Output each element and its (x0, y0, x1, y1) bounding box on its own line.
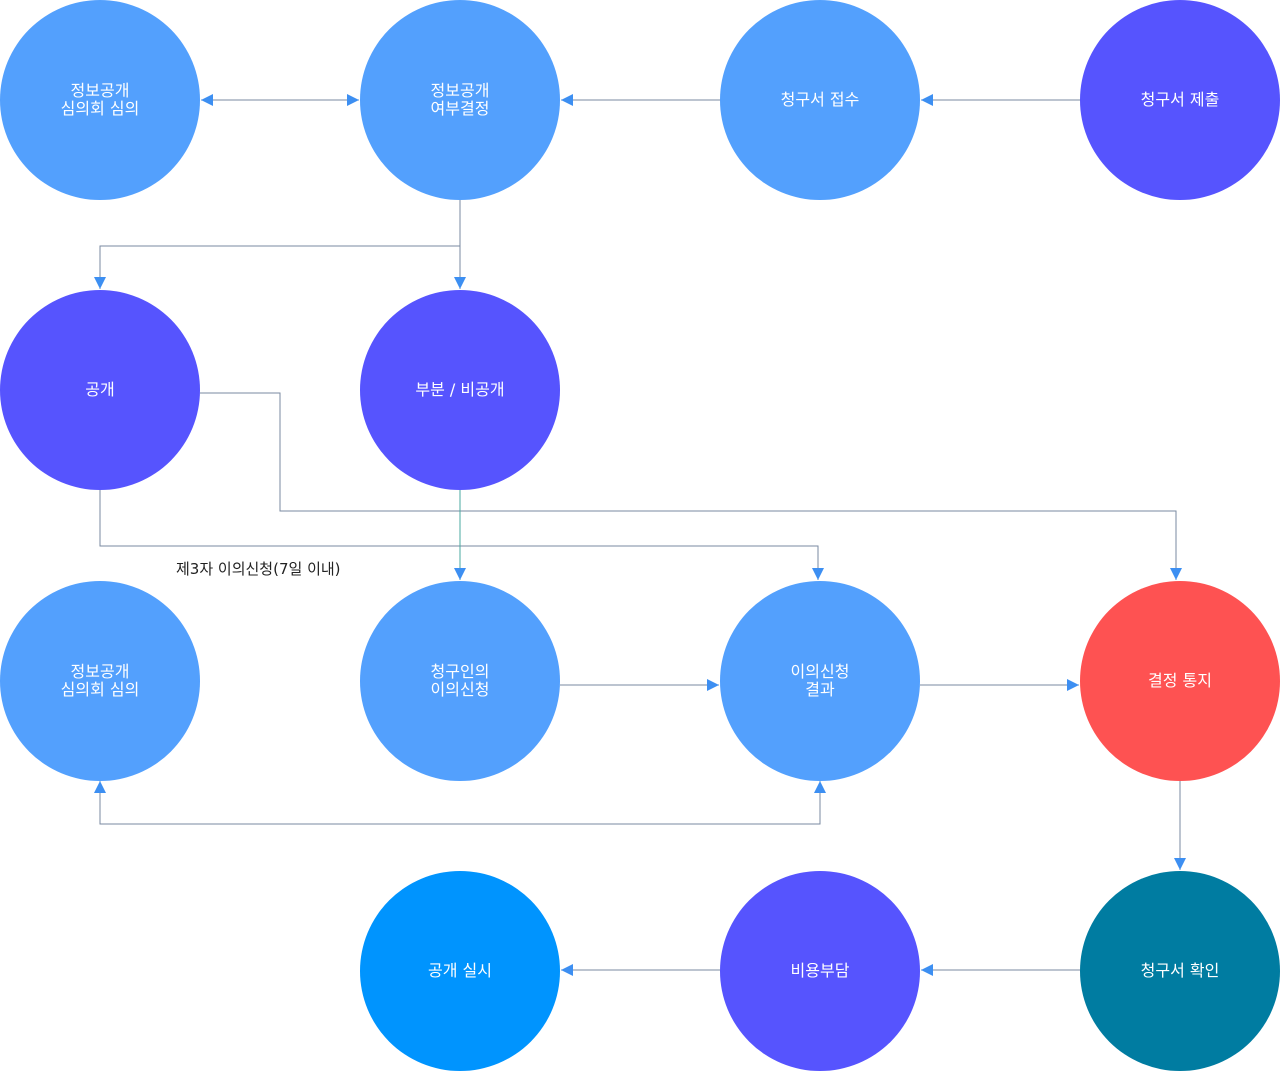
node-cost-burden[interactable]: 비용부담 (720, 871, 920, 1071)
node-label: 청구서 확인 (1141, 962, 1220, 980)
node-disclosure-executed[interactable]: 공개 실시 (360, 871, 560, 1071)
node-label-line: 결과 (805, 680, 835, 699)
edge-decision-to-disclosure (94, 245, 460, 289)
node-partial-nondisclosure[interactable]: 부분 / 비공개 (360, 290, 560, 490)
third-party-objection-label: 제3자 이의신청(7일 이내) (176, 560, 341, 578)
node-label: 청구서 제출 (1141, 91, 1220, 109)
node-label-line: 이의신청 (430, 680, 490, 699)
node-label-line: 심의회 심의 (60, 680, 140, 699)
node-label-line: 비용부담 (790, 961, 850, 980)
node-label-line: 정보공개 (430, 81, 490, 100)
node-request-received[interactable]: 청구서 접수 (720, 0, 920, 200)
node-label-line: 부분 / 비공개 (415, 380, 505, 399)
edge-third-party-objection (99, 490, 824, 580)
node-label-line: 청구서 확인 (1140, 961, 1220, 980)
node-label-line: 공개 실시 (428, 961, 492, 980)
node-label-line: 청구서 제출 (1140, 90, 1220, 109)
node-label-line: 정보공개 (70, 662, 130, 681)
node-label-line: 이의신청 (790, 662, 850, 681)
node-label-line: 여부결정 (430, 99, 490, 118)
node-label: 공개 (85, 381, 114, 399)
node-request-submitted[interactable]: 청구서 제출 (1080, 0, 1280, 200)
node-label-line: 청구인의 (430, 662, 490, 681)
node-label: 공개 실시 (428, 962, 492, 980)
edge-disclosure-to-notice (200, 392, 1182, 580)
node-label: 청구서 접수 (781, 91, 860, 109)
node-label-line: 정보공개 (70, 81, 130, 100)
node-label-line: 공개 (85, 380, 115, 399)
node-decision-notice[interactable]: 결정 통지 (1080, 581, 1280, 781)
node-label: 결정 통지 (1148, 672, 1212, 690)
node-label: 비용부담 (791, 962, 850, 980)
node-label: 부분 / 비공개 (415, 381, 504, 399)
node-request-confirmed[interactable]: 청구서 확인 (1080, 871, 1280, 1071)
edge-committee-bottom-result (94, 781, 826, 825)
node-label-line: 심의회 심의 (60, 99, 140, 118)
node-label-line: 결정 통지 (1148, 671, 1212, 690)
node-disclosure[interactable]: 공개 (0, 290, 200, 490)
node-label-line: 청구서 접수 (780, 90, 860, 109)
